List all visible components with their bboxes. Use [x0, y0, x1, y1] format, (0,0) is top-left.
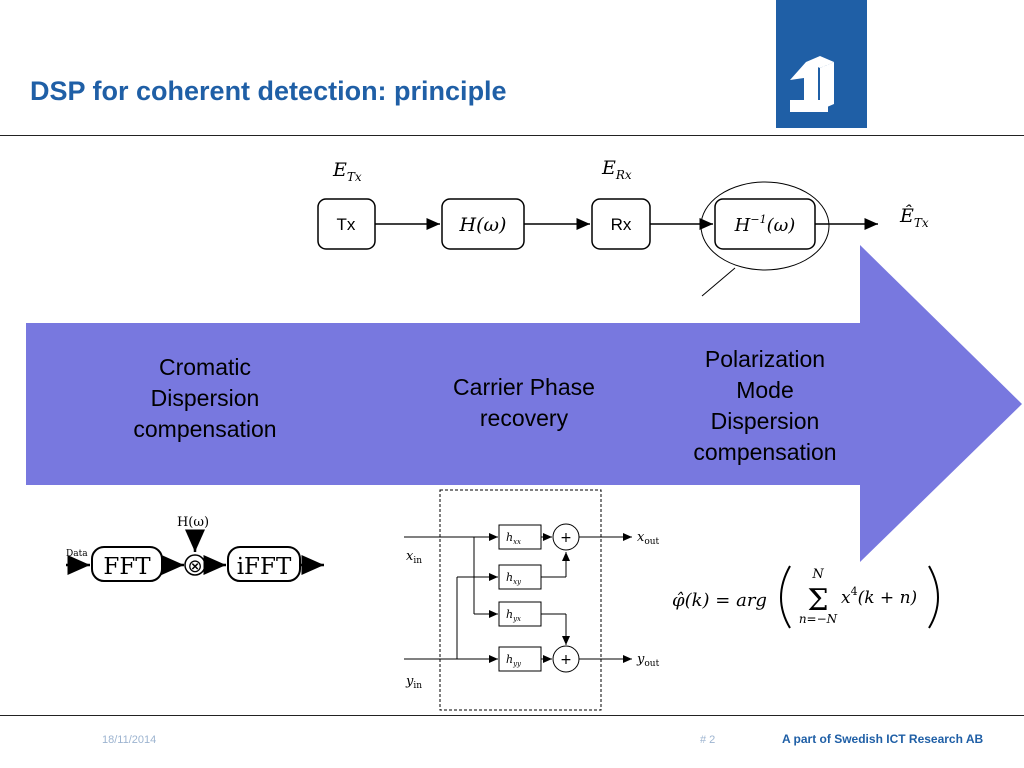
cd-line-3: compensation: [133, 416, 277, 442]
sum-symbol-x: +: [560, 530, 572, 546]
formula-right-paren: [928, 565, 939, 629]
callout-line: [701, 267, 736, 297]
fft-block-label: FFT: [103, 554, 151, 580]
ifft-block-label: iFFT: [237, 554, 292, 580]
pmd-line-2: Mode: [736, 377, 794, 403]
pmd-compensation-label: Polarization Mode Dispersion compensatio…: [655, 344, 875, 468]
pmd-line-1: Polarization: [704, 346, 826, 372]
fft-data-label: Data: [66, 549, 88, 559]
etx-estimate-label: ÊTx: [899, 204, 929, 230]
cpr-line-1: Carrier Phase: [453, 374, 595, 400]
hxx-block: [498, 524, 542, 550]
cpr-line-2: recovery: [479, 405, 569, 431]
tx-label: Tx: [337, 215, 356, 234]
formula-lhs: φ̂(k) = arg: [672, 590, 767, 611]
hxy-block: [498, 564, 542, 590]
cd-compensation-label: Cromatic Dispersion compensation: [95, 352, 315, 445]
formula-left-paren: [780, 565, 791, 629]
title-divider: [0, 135, 1024, 136]
yin-label: yin: [405, 674, 422, 691]
erx-label: ERx: [601, 157, 632, 182]
multiplier-symbol: ⊗: [187, 556, 202, 577]
etx-label: ETx: [332, 159, 362, 184]
processing-arrow: [26, 245, 1022, 562]
pmd-line-3: Dispersion: [710, 408, 820, 434]
hxy-label: hxy: [506, 571, 522, 586]
hyy-block: [498, 646, 542, 672]
xout-label: xout: [637, 530, 660, 547]
formula-term: x4(k + n): [841, 585, 917, 608]
acreo-logo: [776, 0, 867, 128]
hxx-label: hxx: [506, 531, 521, 546]
logo-mark-icon: [790, 56, 834, 112]
footer-date: 18/11/2014: [102, 734, 157, 746]
cd-line-2: Dispersion: [150, 385, 260, 411]
cd-line-1: Cromatic: [158, 354, 251, 380]
carrier-phase-label: Carrier Phase recovery: [414, 372, 634, 434]
fft-h-label: H(ω): [177, 515, 209, 530]
inverse-channel-label: H−1(ω): [734, 213, 796, 236]
page-title: DSP for coherent detection: principle: [30, 76, 507, 106]
footer-page-number: # 2: [700, 734, 716, 746]
hyy-label: hyy: [506, 653, 522, 668]
sum-symbol-y: +: [560, 652, 572, 668]
hyx-label: hyx: [506, 608, 521, 623]
filter-frame: [439, 489, 602, 711]
pmd-line-4: compensation: [693, 439, 837, 465]
formula-sigma: Σ: [807, 583, 828, 618]
rx-label: Rx: [611, 215, 632, 234]
channel-label: H(ω): [459, 214, 507, 236]
footer-organization: A part of Swedish ICT Research AB: [782, 732, 984, 746]
yout-label: yout: [636, 652, 660, 669]
formula-sum-bottom: n=−N: [799, 612, 838, 626]
formula-sum-top: N: [811, 567, 824, 582]
xin-label: xin: [406, 549, 422, 566]
footer-divider: [0, 715, 1024, 716]
